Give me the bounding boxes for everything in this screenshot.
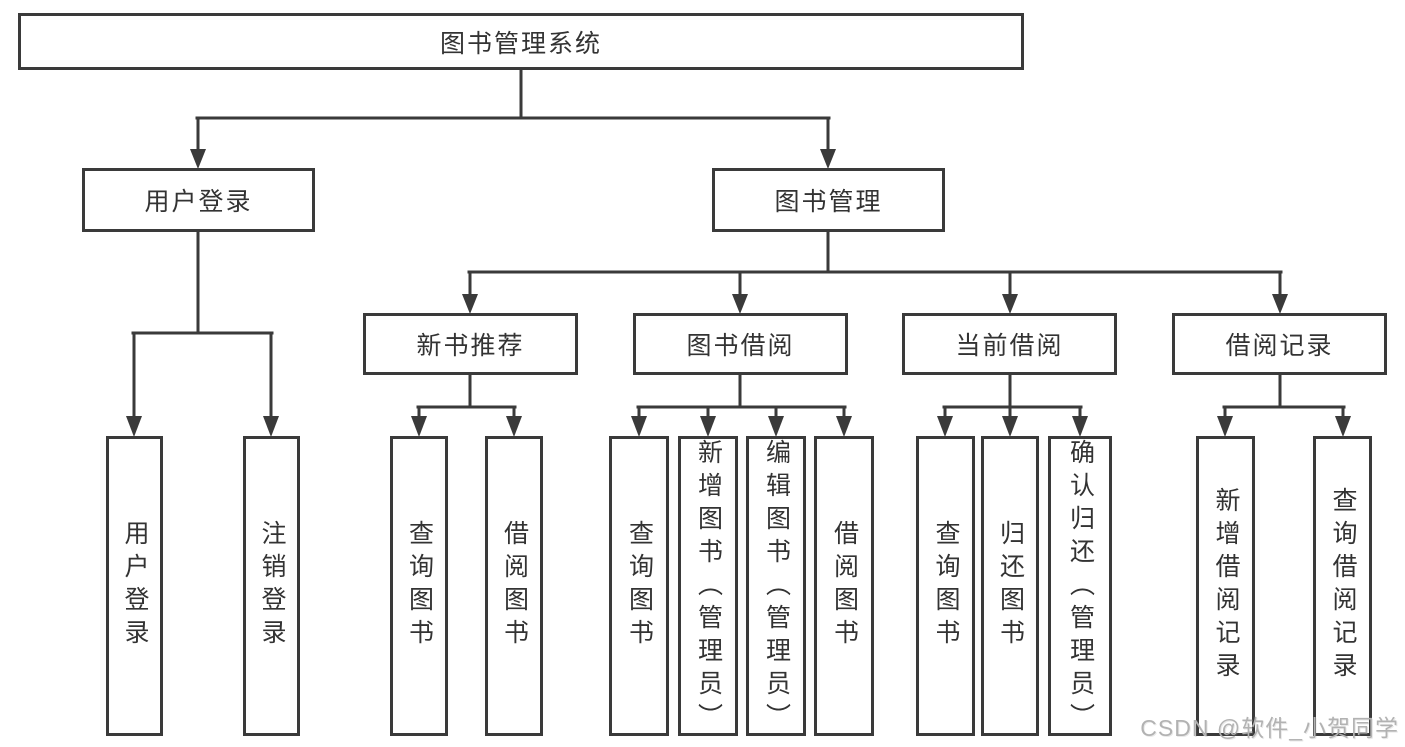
leaf-borrowing-query-books: 查询图书 <box>609 436 669 736</box>
node-user-login: 用户登录 <box>82 168 315 232</box>
leaf-borrowing-borrow-books: 借阅图书 <box>814 436 874 736</box>
connector-user-login <box>126 228 279 437</box>
leaf-recommend-query-books: 查询图书 <box>390 436 448 736</box>
leaf-borrowing-add-books-admin: 新增图书（管理员） <box>678 436 738 736</box>
connector-book-borrowing <box>631 371 852 437</box>
node-book-borrowing: 图书借阅 <box>633 313 848 375</box>
connector-current-borrowing <box>937 371 1088 437</box>
node-borrowing-records: 借阅记录 <box>1172 313 1387 375</box>
leaf-records-query-record: 查询借阅记录 <box>1313 436 1372 736</box>
node-new-book-recommendation: 新书推荐 <box>363 313 578 375</box>
leaf-records-add-record: 新增借阅记录 <box>1196 436 1255 736</box>
connector-borrowing-records <box>1217 371 1351 437</box>
leaf-logout: 注销登录 <box>243 436 300 736</box>
node-book-management: 图书管理 <box>712 168 945 232</box>
leaf-user-login: 用户登录 <box>106 436 163 736</box>
leaf-current-query-books: 查询图书 <box>916 436 975 736</box>
leaf-borrowing-edit-books-admin: 编辑图书（管理员） <box>746 436 806 736</box>
node-current-borrowing: 当前借阅 <box>902 313 1117 375</box>
leaf-recommend-borrow-books: 借阅图书 <box>485 436 543 736</box>
node-root: 图书管理系统 <box>18 13 1024 70</box>
connector-book-management <box>462 228 1288 314</box>
leaf-current-confirm-return-admin: 确认归还（管理员） <box>1048 436 1112 736</box>
leaf-current-return-books: 归还图书 <box>981 436 1039 736</box>
connector-new-book-recommendation <box>411 371 522 437</box>
watermark: CSDN @软件_小贺同学 <box>1140 715 1399 741</box>
connector-root <box>190 66 836 169</box>
